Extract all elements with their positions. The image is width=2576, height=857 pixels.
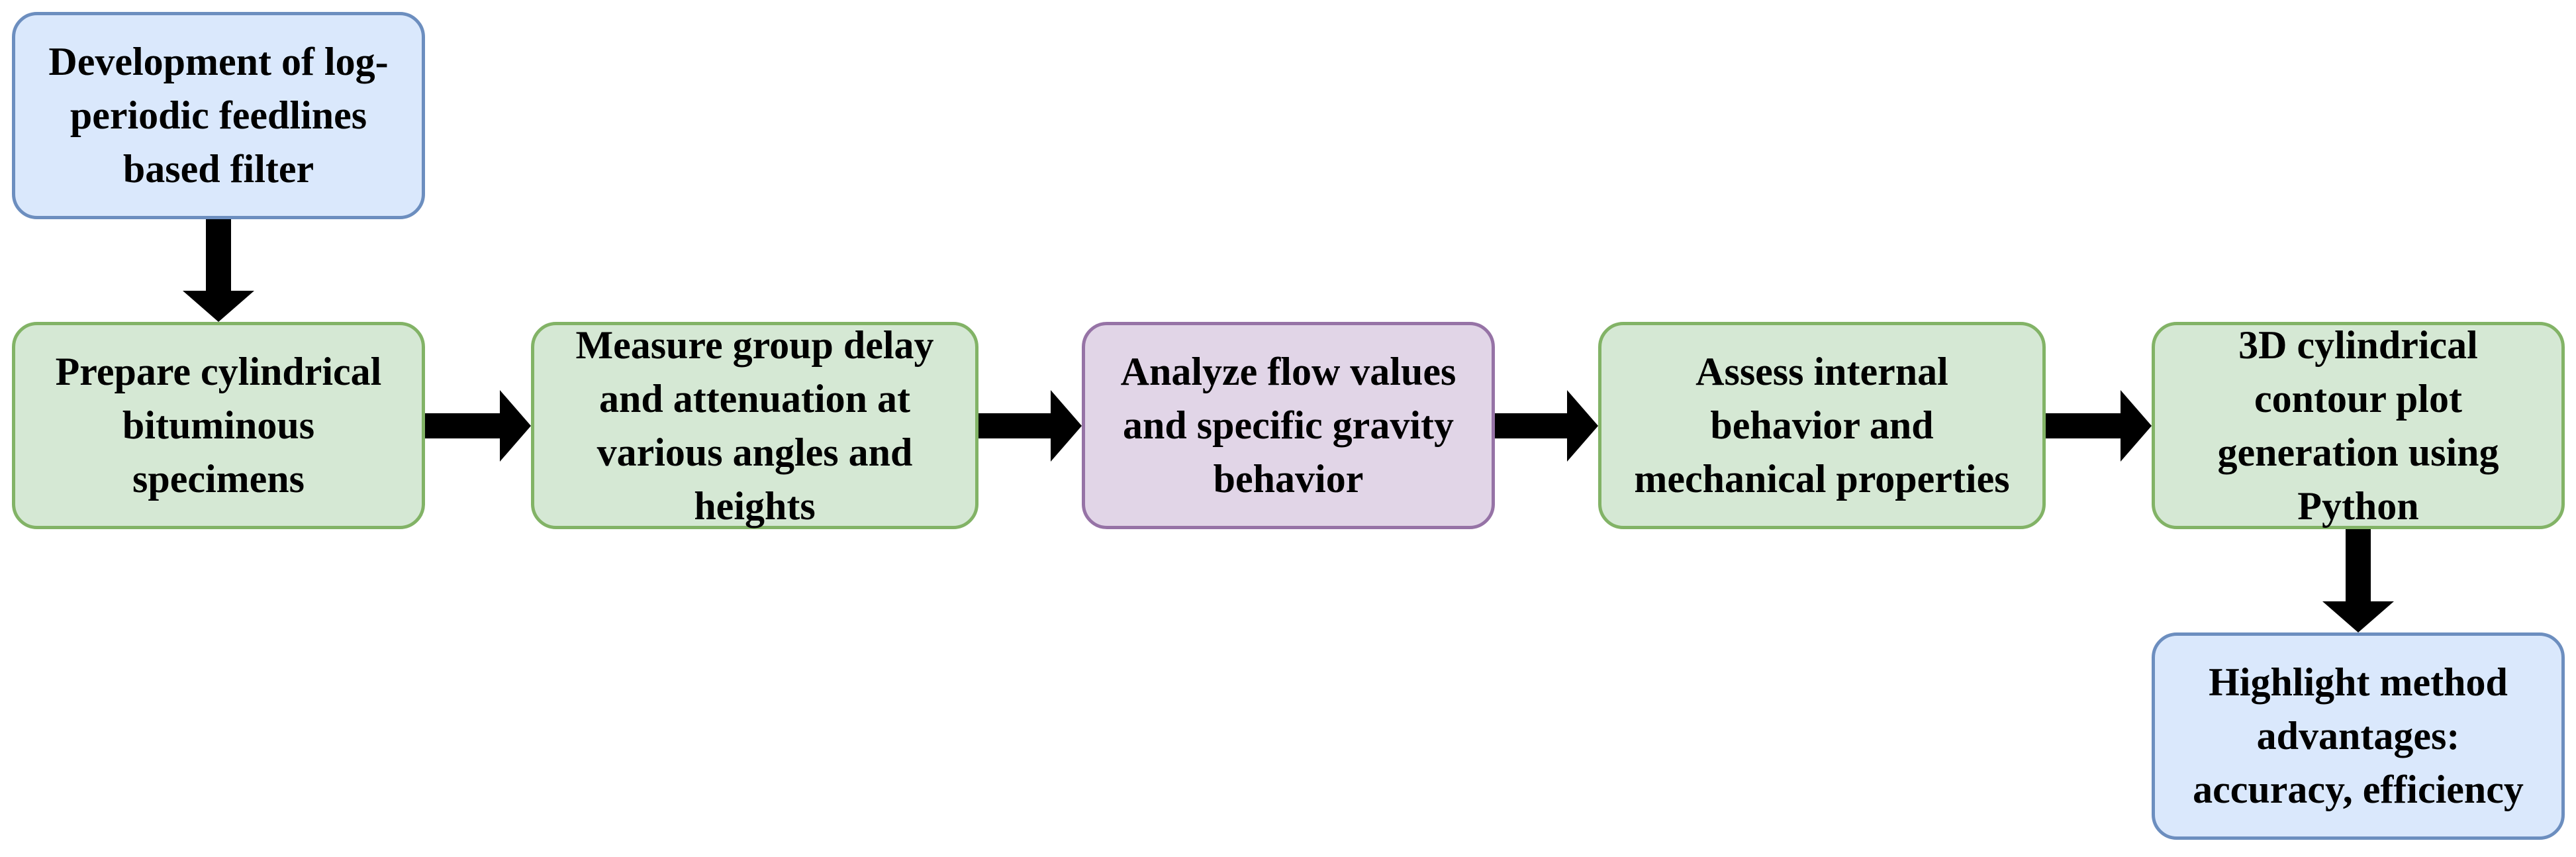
node-measure-group-delay: Measure group delay and attenuation at v… bbox=[531, 322, 978, 529]
node-highlight-advantages: Highlight method advantages: accuracy, e… bbox=[2152, 632, 2565, 840]
node-label: Prepare cylindrical bituminous specimens bbox=[55, 350, 382, 501]
node-label: 3D cylindrical contour plot generation u… bbox=[2217, 323, 2499, 528]
node-label: Development of log- periodic feedlines b… bbox=[48, 40, 389, 191]
arrow-right-icon bbox=[425, 390, 531, 462]
node-prepare-specimens: Prepare cylindrical bituminous specimens bbox=[12, 322, 425, 529]
arrow-down-icon bbox=[2322, 529, 2394, 632]
node-log-periodic-filter: Development of log- periodic feedlines b… bbox=[12, 12, 425, 219]
node-label: Assess internal behavior and mechanical … bbox=[1634, 350, 2010, 501]
arrow-right-icon bbox=[978, 390, 1082, 462]
node-3d-contour-plot: 3D cylindrical contour plot generation u… bbox=[2152, 322, 2565, 529]
arrow-right-icon bbox=[1495, 390, 1598, 462]
arrow-right-icon bbox=[2046, 390, 2152, 462]
arrow-down-icon bbox=[183, 219, 254, 322]
node-assess-internal-behavior: Assess internal behavior and mechanical … bbox=[1598, 322, 2046, 529]
node-analyze-flow: Analyze flow values and specific gravity… bbox=[1082, 322, 1495, 529]
node-label: Highlight method advantages: accuracy, e… bbox=[2193, 660, 2524, 811]
node-label: Analyze flow values and specific gravity… bbox=[1120, 350, 1456, 501]
node-label: Measure group delay and attenuation at v… bbox=[575, 323, 934, 528]
